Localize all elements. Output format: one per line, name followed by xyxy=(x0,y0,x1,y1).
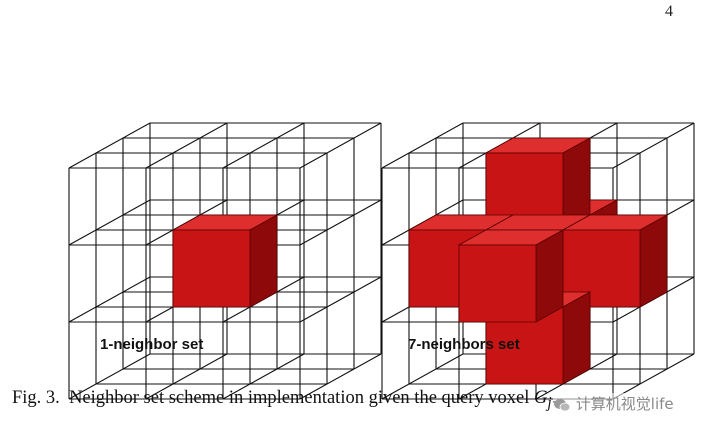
panel-7-neighbors xyxy=(381,122,695,400)
caption-symbol: G xyxy=(534,388,548,408)
panel-label-7-neighbors: 7-neighbors set xyxy=(408,336,520,353)
highlighted-voxel xyxy=(484,137,592,231)
figure-caption: Fig. 3. Neighbor set scheme in implement… xyxy=(12,388,556,413)
watermark-text: 计算机视觉life xyxy=(575,395,674,413)
panel-1-neighbor xyxy=(68,122,382,400)
highlighted-voxel xyxy=(561,214,669,308)
page-number: 4 xyxy=(665,3,673,20)
caption-prefix: Fig. 3. xyxy=(12,388,60,408)
highlighted-voxel xyxy=(457,229,565,323)
caption-subscript: j xyxy=(547,394,552,412)
watermark: 计算机视觉life xyxy=(553,393,674,414)
panel-label-1-neighbor: 1-neighbor set xyxy=(100,336,204,353)
caption-text: Neighbor set scheme in implementation gi… xyxy=(69,388,530,408)
highlighted-voxel xyxy=(171,214,279,308)
wechat-icon xyxy=(554,398,571,411)
